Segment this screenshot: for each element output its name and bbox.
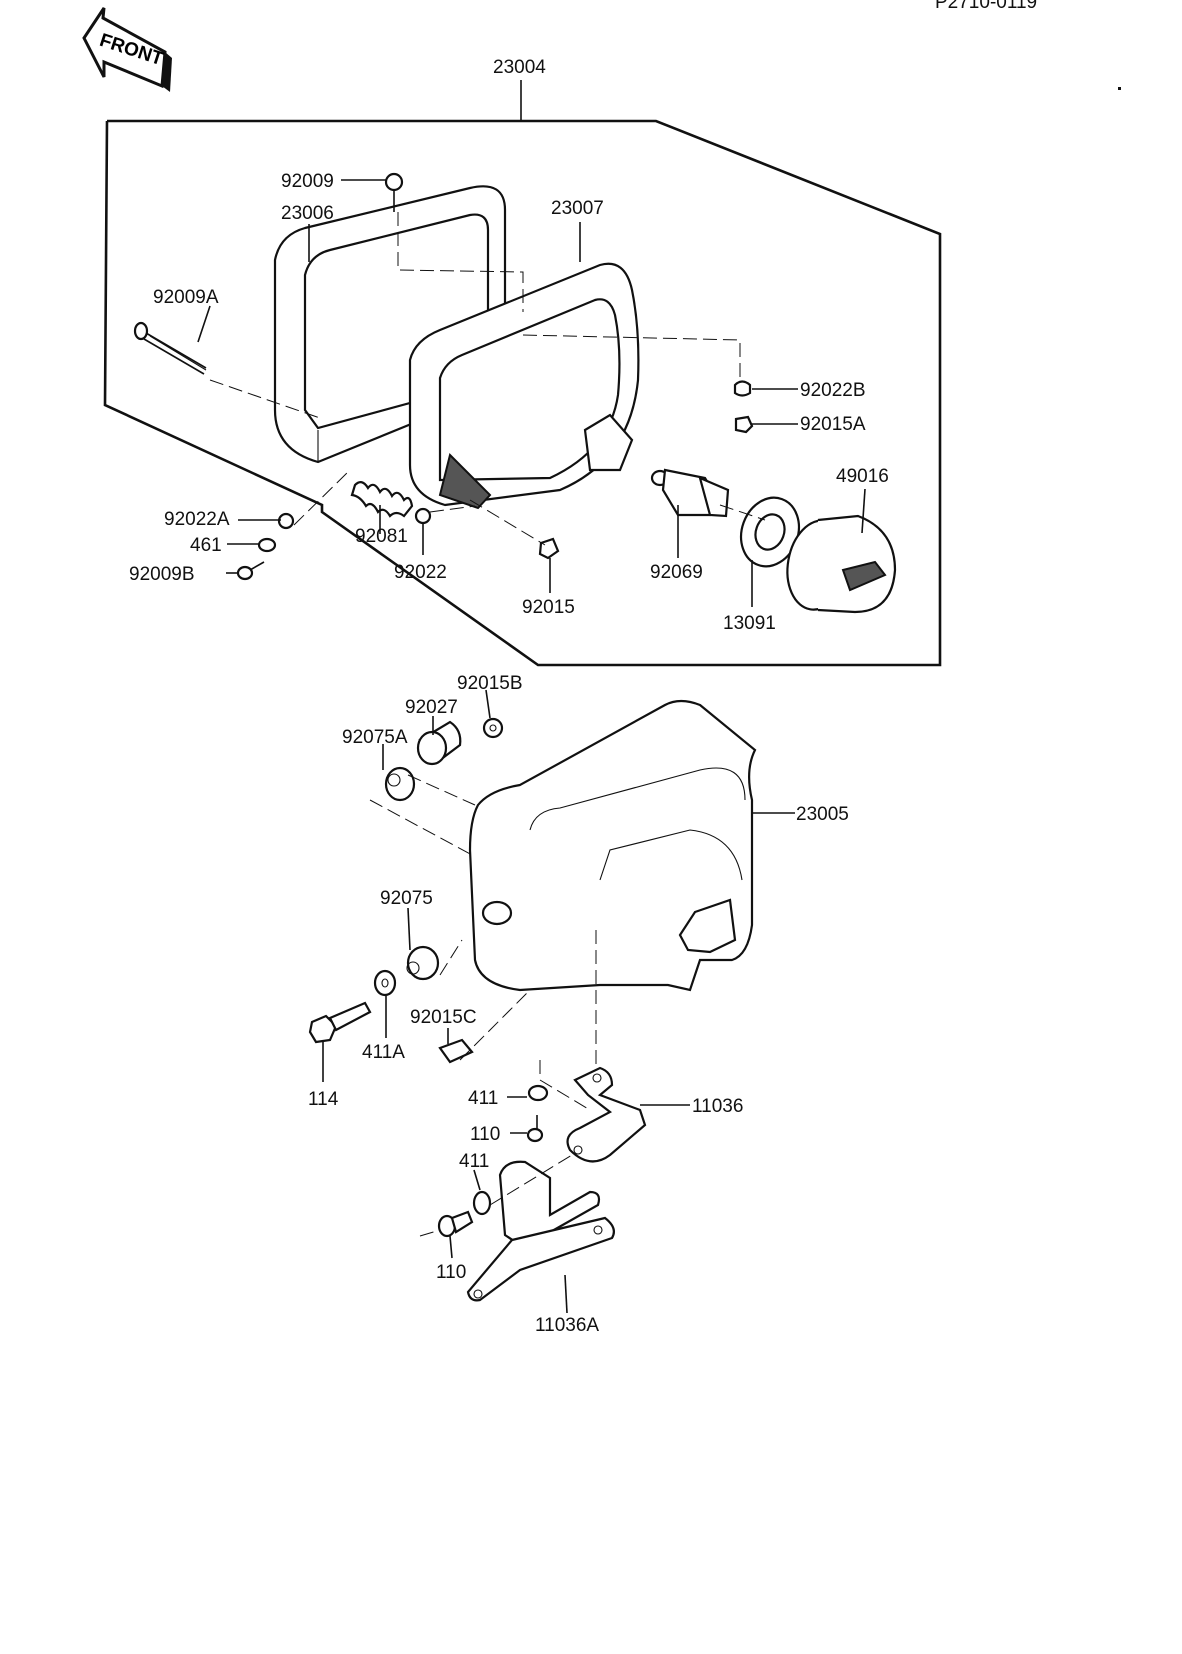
reference-code: P2710-0119 [935,0,1037,13]
assembly-23004-boundary [103,119,942,667]
label-13091: 13091 [723,613,776,634]
label-92081: 92081 [355,526,408,547]
bracket-11036 [566,1066,647,1163]
screw-92009A [133,321,207,375]
bulb-92069 [650,468,730,518]
label-461: 461 [190,535,222,556]
cap-92022A [277,512,295,530]
bolt-110-upper [526,1115,544,1143]
spring-92081 [350,481,414,518]
bolt-110-lower [437,1210,474,1238]
label-92075: 92075 [380,888,433,909]
label-23007: 23007 [551,198,604,219]
label-92015: 92015 [522,597,575,618]
bracket-11036A [466,1160,615,1302]
bolt-114 [308,1001,372,1044]
label-114: 114 [308,1089,339,1110]
label-92015B: 92015B [457,673,523,694]
label-11036A: 11036A [535,1315,599,1336]
socket-13091 [739,496,801,568]
label-92009: 92009 [281,171,334,192]
grommet-92075 [406,945,440,981]
label-23004: 23004 [493,57,546,78]
screw-92009B [236,561,265,581]
assembly-guide-lines [209,212,766,1237]
label-110-upper: 110 [470,1124,500,1145]
label-11036: 11036 [692,1096,743,1117]
washer-411-lower [472,1190,492,1216]
washer-411A [373,969,397,997]
label-92075A: 92075A [342,727,408,748]
label-411A: 411A [362,1042,405,1063]
grommet-92075A [384,766,416,802]
nut-92015A [734,415,754,434]
label-92009A: 92009A [153,287,219,308]
washer-461 [257,537,277,553]
clip-nut-92015C [438,1038,474,1064]
label-92069: 92069 [650,562,703,583]
washer-411-upper [527,1084,549,1102]
cap-92022 [414,507,432,525]
label-411-upper: 411 [468,1088,498,1109]
label-92022: 92022 [394,562,447,583]
nut-92015 [538,537,560,560]
dust-cover-49016 [786,514,897,614]
headlight-housing-23005 [468,699,757,992]
cap-92022B [733,380,752,397]
label-411-lower: 411 [459,1151,489,1172]
label-92022B: 92022B [800,380,866,401]
leader-lines [197,179,866,1314]
bushing-92027 [416,720,462,766]
front-arrow-icon: FRONT [82,7,172,92]
label-92027: 92027 [405,697,458,718]
label-92022A: 92022A [164,509,230,530]
scan-speck [1118,87,1121,90]
nut-92015B [482,717,504,739]
label-23006: 23006 [281,203,334,224]
label-92015C: 92015C [410,1007,477,1028]
label-49016: 49016 [836,466,889,487]
screw-92009 [384,172,404,212]
label-23005: 23005 [796,804,849,825]
label-92015A: 92015A [800,414,866,435]
label-110-lower: 110 [436,1262,466,1283]
label-92009B: 92009B [129,564,195,585]
sealed-beam-23007 [408,262,640,510]
